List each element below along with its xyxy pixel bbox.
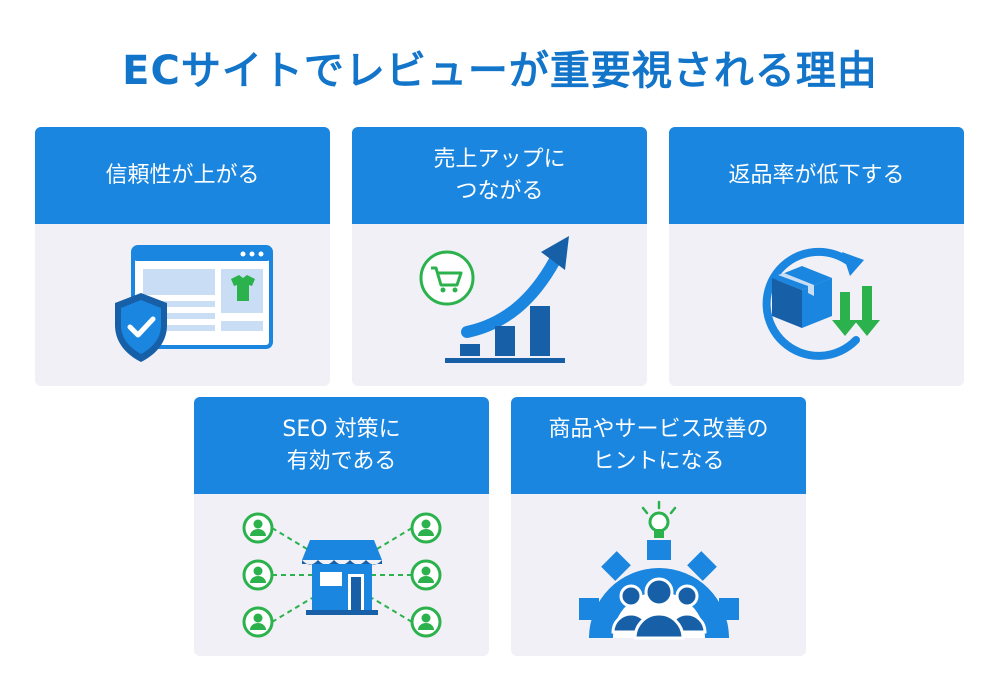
card-title-line: つながる — [455, 178, 544, 204]
card-header: SEO 対策に 有効である — [194, 397, 489, 494]
card-header: 売上アップに つながる — [352, 127, 647, 224]
reason-card-sales: 売上アップに つながる — [352, 127, 647, 386]
store-icon — [301, 540, 382, 615]
card-title-line: 返品率が低下する — [728, 162, 905, 188]
card-body — [352, 224, 647, 386]
card-body — [35, 224, 330, 386]
card-body — [669, 224, 964, 386]
page-title: ECサイトでレビューが重要視される理由 — [122, 48, 878, 94]
card-title-line: ヒントになる — [592, 448, 725, 474]
return-package-icon — [762, 247, 880, 360]
reason-card-improvement: 商品やサービス改善の ヒントになる — [511, 397, 806, 656]
reason-card-seo: SEO 対策に 有効である — [194, 397, 489, 656]
card-header: 返品率が低下する — [669, 127, 964, 224]
team-icon — [610, 577, 707, 640]
card-title-line: 有効である — [286, 448, 397, 474]
shield-browser-icon — [114, 245, 273, 362]
card-title-line: 売上アップに — [433, 146, 566, 172]
lightbulb-icon — [641, 500, 676, 538]
user-icon — [242, 512, 441, 638]
reason-card-trust: 信頼性が上がる — [35, 127, 330, 386]
store-network-icon — [242, 512, 441, 638]
card-title-line: 商品やサービス改善の — [548, 416, 769, 442]
team-idea-gear-icon — [578, 500, 739, 640]
card-header: 商品やサービス改善の ヒントになる — [511, 397, 806, 494]
card-header: 信頼性が上がる — [35, 127, 330, 224]
reason-card-returns: 返品率が低下する — [669, 127, 964, 386]
card-body — [511, 494, 806, 656]
sales-growth-icon — [419, 236, 569, 363]
card-title-line: 信頼性が上がる — [105, 162, 260, 188]
card-body — [194, 494, 489, 656]
card-title-line: SEO 対策に — [282, 416, 401, 442]
